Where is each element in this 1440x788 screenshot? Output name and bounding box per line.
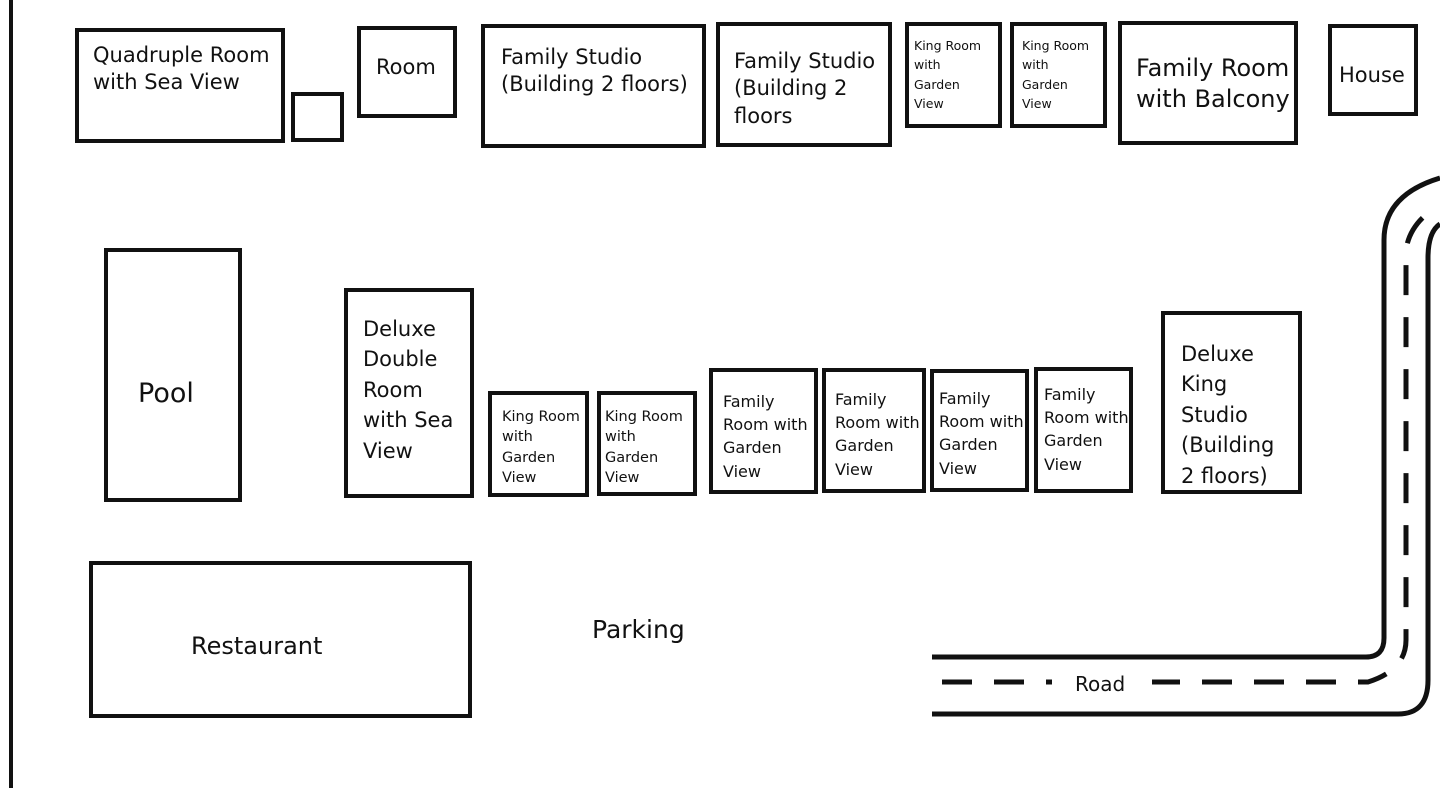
- pool: Pool: [104, 248, 242, 502]
- parking-label: Parking: [592, 615, 685, 644]
- road-center-dash: [942, 202, 1440, 685]
- pool-label: Pool: [138, 378, 194, 409]
- room-label: Room: [376, 55, 436, 79]
- road-outer-edge: [932, 221, 1440, 717]
- road-label-gap: [1052, 668, 1152, 698]
- room-quadruple-sea-view: Quadruple Room with Sea View: [75, 28, 285, 143]
- room-family-garden-1: Family Room with Garden View: [709, 368, 818, 494]
- room-family-studio-1: Family Studio (Building 2 floors): [481, 24, 706, 148]
- room-label: King Room with Garden View: [914, 38, 982, 112]
- room-king-garden-top-2: King Room with Garden View: [1010, 22, 1107, 128]
- room-family-garden-3: Family Room with Garden View: [930, 369, 1029, 492]
- room-label: King Room with Garden View: [502, 409, 580, 486]
- room-label: Quadruple Room with Sea View: [93, 43, 270, 95]
- restaurant-label: Restaurant: [191, 632, 323, 660]
- room-label: Family Room with Garden View: [939, 389, 1024, 478]
- room-label: Family Studio (Building 2 floors): [501, 45, 688, 97]
- room-label: Family Room with Garden View: [723, 392, 808, 481]
- room-king-garden-mid-2: King Room with Garden View: [597, 391, 697, 496]
- restaurant: Restaurant: [89, 561, 472, 718]
- room-family-studio-2: Family Studio (Building 2 floors: [716, 22, 892, 147]
- room-label: Deluxe Double Room with Sea View: [363, 317, 454, 463]
- room-king-garden-mid-1: King Room with Garden View: [488, 391, 589, 497]
- room-label: Family Studio (Building 2 floors: [734, 49, 876, 128]
- house: House: [1328, 24, 1418, 116]
- room-label: Family Room with Garden View: [1044, 385, 1129, 474]
- room-family-garden-2: Family Room with Garden View: [822, 368, 926, 493]
- room-label: King Room with Garden View: [605, 409, 683, 486]
- room-king-garden-top-1: King Room with Garden View: [905, 22, 1002, 128]
- room-label: King Room with Garden View: [1022, 38, 1090, 112]
- room-label: Family Room with Garden View: [835, 390, 920, 479]
- room-family-garden-4: Family Room with Garden View: [1034, 367, 1133, 493]
- road-inner-edge: [932, 175, 1440, 660]
- room-deluxe-king-studio: Deluxe King Studio (Building 2 floors): [1161, 311, 1302, 494]
- room-family-balcony: Family Room with Balcony: [1118, 21, 1298, 145]
- room-generic: Room: [357, 26, 457, 118]
- room-deluxe-double-sea-view: Deluxe Double Room with Sea View: [344, 288, 474, 498]
- room-small-unlabeled: [291, 92, 344, 142]
- house-label: House: [1339, 63, 1405, 87]
- room-label: Family Room with Balcony: [1136, 54, 1290, 114]
- room-label: Deluxe King Studio (Building 2 floors): [1181, 342, 1275, 488]
- road-label: Road: [1075, 672, 1126, 696]
- property-boundary-line: [9, 0, 13, 788]
